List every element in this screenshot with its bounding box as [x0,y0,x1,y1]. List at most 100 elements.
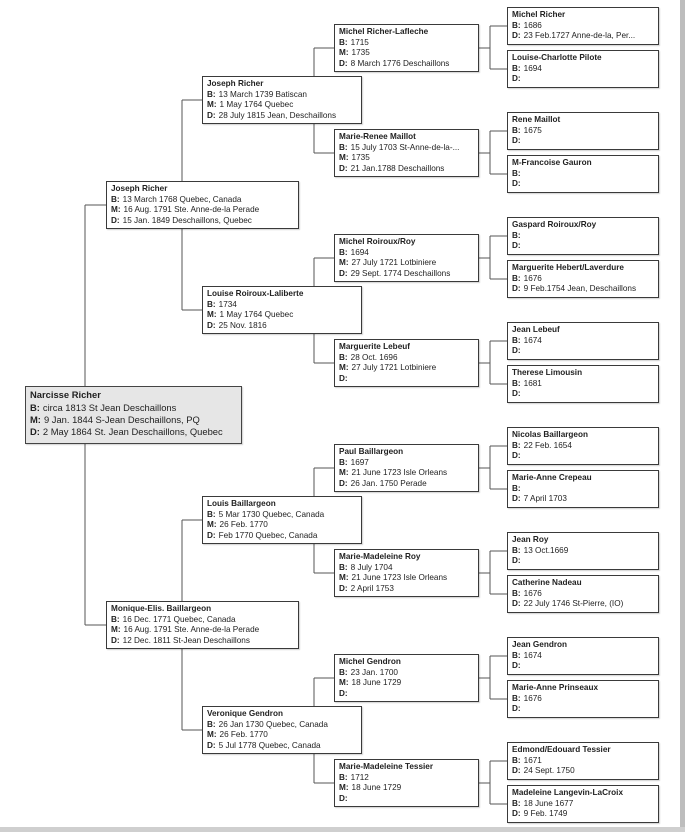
person-event-row: M:18 June 1729 [339,783,474,794]
event-label: M: [339,153,349,162]
event-value: 16 Aug. 1791 Ste. Anne-de-la Perade [123,625,260,634]
event-value: 18 June 1677 [523,798,574,808]
person-event-row: M:16 Aug. 1791 Ste. Anne-de-la Perade [111,205,294,216]
event-label: M: [111,205,121,214]
event-value: 1676 [523,588,542,598]
event-value: 21 Jan.1788 Deschaillons [350,163,445,173]
person-event-row: B:1676 [512,274,654,285]
event-label: B: [207,89,216,99]
person-name: M-Francoise Gauron [512,158,592,167]
event-value: 9 Feb. 1749 [523,809,568,818]
event-label: B: [339,772,348,782]
event-label: D: [30,425,40,437]
person-name: Narcisse Richer [30,389,101,400]
person-event-row: M:26 Feb. 1770 [207,730,357,741]
event-value: 1671 [523,755,542,765]
event-value: 1674 [523,335,542,345]
event-label: D: [512,809,521,818]
event-value: 1675 [523,125,542,135]
event-label: D: [512,451,521,460]
person-event-row: D:Feb 1770 Quebec, Canada [207,531,357,542]
person-name: Marguerite Hebert/Laverdure [512,263,624,272]
person-event-row: M:9 Jan. 1844 S-Jean Deschaillons, PQ [30,414,237,426]
page-edge-right [680,0,685,832]
person-name: Michel Richer-Lafleche [339,27,429,36]
person-event-row: B:1697 [339,458,474,469]
person-event-row: B:1674 [512,651,654,662]
event-label: D: [512,494,521,503]
event-label: D: [339,478,348,488]
event-label: M: [111,625,121,634]
event-value: 13 Oct.1669 [523,545,569,555]
person-event-row: M:1735 [339,153,474,164]
event-label: D: [339,163,348,173]
person-event-row: M:21 June 1723 Isle Orleans [339,573,474,584]
event-label: M: [339,678,349,687]
event-value: 26 Feb. 1770 [219,730,268,739]
person-event-row: M:18 June 1729 [339,678,474,689]
person-name: Catherine Nadeau [512,578,582,587]
event-label: D: [339,793,348,803]
person-event-row: B: [512,169,654,180]
event-value: 22 Feb. 1654 [523,440,572,450]
person-event-row: D:29 Sept. 1774 Deschaillons [339,269,474,280]
event-value: 28 Oct. 1696 [350,352,398,362]
event-label: B: [512,588,521,598]
person-name: Edmond/Edouard Tessier [512,745,611,754]
event-value: 1686 [523,20,542,30]
person-event-row: M:21 June 1723 Isle Orleans [339,468,474,479]
event-label: B: [339,37,348,47]
event-label: D: [512,241,521,250]
event-value: 1735 [351,153,370,162]
event-value: 1712 [350,772,369,782]
event-label: B: [512,545,521,555]
event-value: 25 Nov. 1816 [218,320,267,330]
event-value: 24 Sept. 1750 [523,766,575,775]
event-label: M: [339,258,349,267]
person-event-row: D:5 Jul 1778 Quebec, Canada [207,741,357,752]
event-label: D: [111,635,120,645]
event-label: B: [512,378,521,388]
person-event-row: B:1694 [339,248,474,259]
person-event-row: B:1676 [512,589,654,600]
person-event-row: D:26 Jan. 1750 Perade [339,479,474,490]
person-event-row: D:9 Feb. 1749 [512,809,654,820]
person-event-row: D: [512,136,654,147]
event-label: B: [111,614,120,624]
person-event-row: B:22 Feb. 1654 [512,441,654,452]
event-label: D: [207,740,216,750]
event-value: 5 Jul 1778 Quebec, Canada [218,740,321,750]
